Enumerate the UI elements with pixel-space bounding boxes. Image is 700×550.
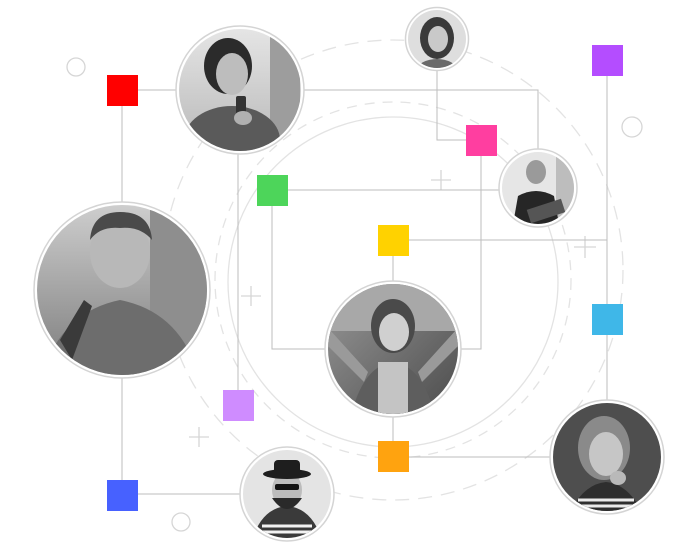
person-avatar-icon [502,152,574,224]
line-magenta-to-woman-center [458,156,482,350]
person-avatar-icon [179,29,301,151]
avatar-man-hat[interactable] [239,446,335,542]
node-square-red [107,75,138,106]
person-avatar-icon [328,284,458,414]
node-square-blue [107,480,138,511]
node-square-magenta [466,125,497,156]
plus-icon [431,170,451,190]
person-avatar-icon [408,10,466,68]
decor-circle-bottom [171,512,191,532]
avatar-man-laptop[interactable] [498,148,580,230]
line-woman-phone-to-man-laptop [300,89,539,152]
node-square-yellow [378,225,409,256]
avatar-woman-center[interactable] [324,280,462,420]
plus-icon [574,236,596,258]
node-square-green [257,175,288,206]
avatar-woman-phone[interactable] [170,20,310,174]
node-square-cyan [592,304,623,335]
colored-nodes [107,45,623,511]
decor-circle-right [621,116,643,138]
plus-icon [241,286,261,306]
avatar-woman-top[interactable] [404,6,470,82]
connector-lines [121,68,608,495]
line-green-to-woman-center [271,206,328,350]
node-square-violet [592,45,623,76]
person-avatar-icon [553,403,661,511]
avatar-man-backpack[interactable] [33,201,211,380]
avatar-woman-right[interactable] [549,399,665,515]
node-square-lavender [223,390,254,421]
plus-icon [189,427,209,447]
person-avatar-icon [243,450,331,538]
line-woman-top-to-magenta [436,68,466,141]
decor-circle-topleft [66,57,86,77]
node-square-orange [378,441,409,472]
